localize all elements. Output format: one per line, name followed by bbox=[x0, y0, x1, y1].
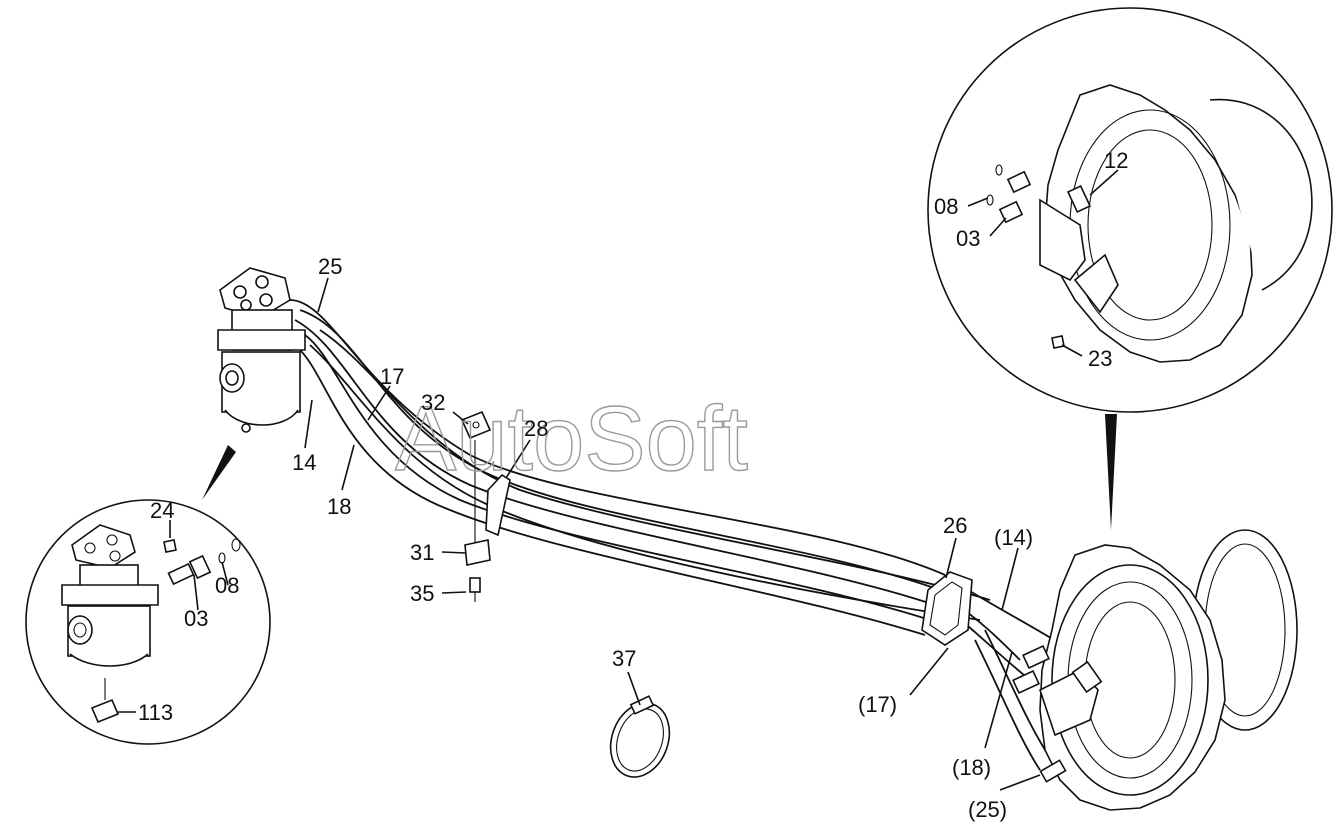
label-17-paren: (17) bbox=[858, 692, 897, 717]
label-25-paren: (25) bbox=[968, 797, 1007, 822]
label-12: 12 bbox=[1104, 148, 1128, 173]
label-113: 113 bbox=[138, 700, 173, 725]
hose-clamp-28 bbox=[485, 473, 511, 537]
leader-lines bbox=[118, 169, 1119, 791]
label-08-left: 08 bbox=[215, 573, 239, 598]
bolt-35 bbox=[469, 577, 481, 602]
label-14-paren: (14) bbox=[994, 525, 1033, 550]
label-03-left: 03 bbox=[184, 606, 208, 631]
travel-motor-right bbox=[1012, 529, 1298, 811]
hose-bundle bbox=[289, 299, 1071, 771]
watermark: AutoSoft bbox=[395, 388, 748, 490]
clamp-26 bbox=[921, 571, 973, 646]
label-03-right: 03 bbox=[956, 226, 980, 251]
label-18-paren: (18) bbox=[952, 755, 991, 780]
part-labels: 25 17 14 18 32 28 31 35 37 26 (14) (17) … bbox=[138, 148, 1128, 822]
label-08-right: 08 bbox=[934, 194, 958, 219]
label-26: 26 bbox=[943, 513, 967, 538]
pointer-left bbox=[202, 445, 236, 500]
detail-circle-right bbox=[927, 7, 1333, 413]
label-23: 23 bbox=[1088, 346, 1112, 371]
pointer-right bbox=[1105, 414, 1117, 530]
label-25: 25 bbox=[318, 254, 342, 279]
plate-32 bbox=[460, 410, 492, 440]
label-35: 35 bbox=[410, 581, 434, 606]
label-37: 37 bbox=[612, 646, 636, 671]
label-32: 32 bbox=[421, 390, 445, 415]
label-28: 28 bbox=[524, 416, 548, 441]
label-31: 31 bbox=[410, 540, 434, 565]
label-24: 24 bbox=[150, 498, 174, 523]
label-17: 17 bbox=[380, 364, 404, 389]
label-18: 18 bbox=[327, 494, 351, 519]
swivel-joint-left bbox=[217, 267, 306, 433]
hose-band-37 bbox=[609, 695, 671, 778]
detail-circle-left bbox=[25, 499, 271, 745]
label-14: 14 bbox=[292, 450, 316, 475]
bracket-31 bbox=[464, 440, 491, 566]
